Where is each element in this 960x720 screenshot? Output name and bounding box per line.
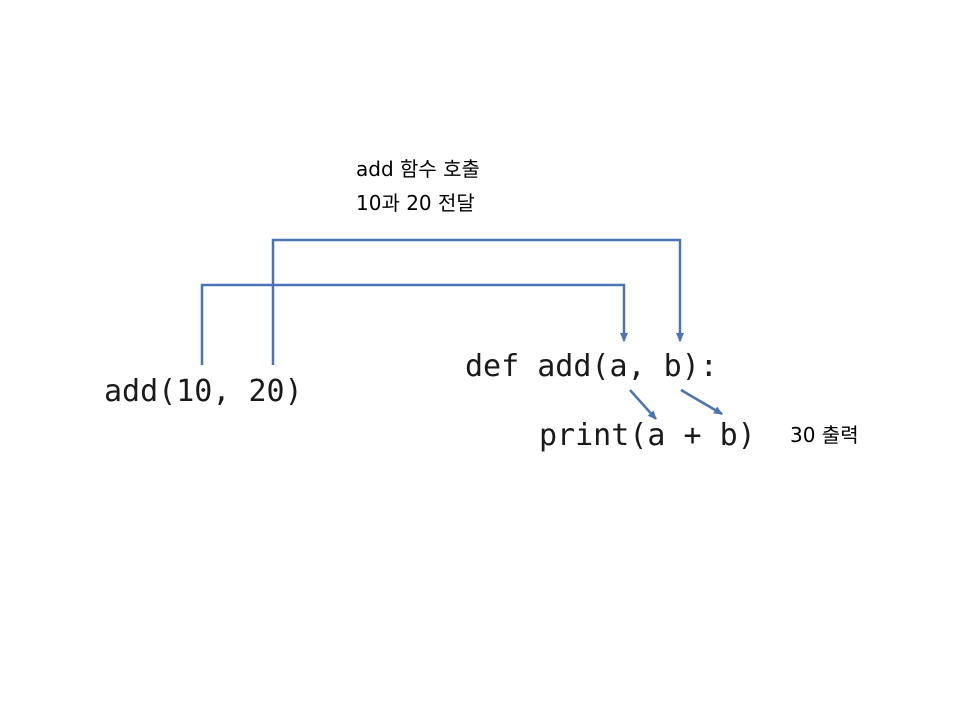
call-note-line1: add 함수 호출 [356, 157, 480, 181]
call-note-line2: 10과 20 전달 [356, 191, 475, 215]
arrow-a-to-print [629, 389, 657, 420]
arrow-10-to-a [200, 283, 628, 365]
function-call: add(10, 20) [104, 374, 303, 409]
arrow-b-to-print [680, 388, 723, 416]
print-statement: print(a + b) [539, 418, 756, 453]
result-note: 30 출력 [790, 423, 859, 447]
function-definition: def add(a, b): [465, 349, 718, 384]
arrow-20-to-b [271, 238, 684, 365]
